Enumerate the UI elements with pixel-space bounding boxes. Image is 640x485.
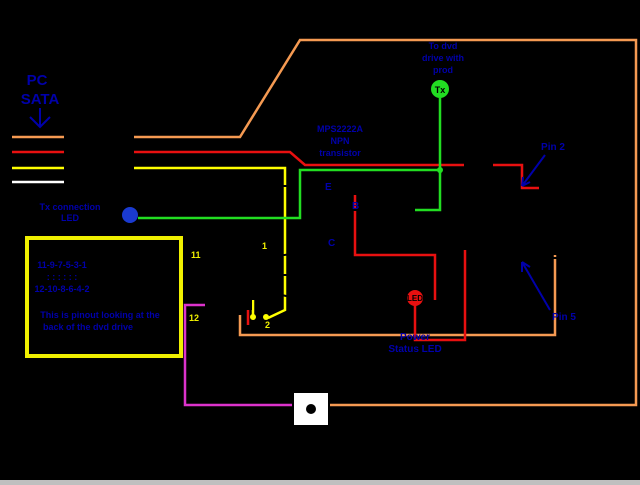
pin2-arrow-icon <box>521 154 546 187</box>
label-rs232-1: RS232 <box>553 200 581 210</box>
junction-dot <box>437 167 443 173</box>
label-power-led-1: Power <box>400 332 430 343</box>
label-pin2-conn: 2 <box>265 320 270 330</box>
tx-connector-icon <box>431 80 449 98</box>
label-pin2: Pin 2 <box>541 142 565 153</box>
label-pinout-mid: : : : : : : <box>47 272 78 282</box>
label-transistor-2: NPN <box>330 136 349 146</box>
label-to-dvd-3: prod <box>433 65 453 75</box>
pin-dot-yellow <box>250 314 256 320</box>
junction-dot <box>225 183 231 189</box>
ground-icon <box>496 304 524 320</box>
dvd-power-connector <box>201 269 266 296</box>
label-c: C <box>328 238 335 249</box>
wire-1k-to-pin2 <box>492 163 540 190</box>
label-pinout-top: 11-9-7-5-3-1 <box>37 260 87 270</box>
power-led-icon <box>407 290 423 306</box>
label-33v: 3.3v <box>83 131 104 143</box>
pinout-connector-shape <box>107 267 171 289</box>
wire-pin5-gnd <box>509 257 540 305</box>
wire-green-main <box>138 168 440 220</box>
label-grnd: grnd <box>83 176 105 188</box>
wire-eject-magenta <box>183 303 293 407</box>
wire-to-power-led <box>267 291 396 321</box>
label-tx-led-2: LED <box>61 213 80 223</box>
label-1k: 1k R <box>468 161 488 171</box>
label-eject-1: Eject tray <box>289 366 334 377</box>
tx-led-icon <box>122 207 138 223</box>
label-pinout-bottom: 12-10-8-6-4-2 <box>34 284 89 294</box>
label-pin12: 12 <box>189 313 199 323</box>
pin-dot-yellow-2 <box>263 314 269 320</box>
wire-collector-c <box>284 234 346 256</box>
wire-led-loop <box>413 250 467 342</box>
wire-12v-to-pin1 <box>133 166 287 320</box>
label-sata: SATA <box>21 91 60 108</box>
label-b: B <box>352 201 359 212</box>
label-rs232-2: serial <box>555 212 579 222</box>
eject-button-icon <box>306 404 316 414</box>
wire-collector <box>353 195 437 300</box>
label-5v: 5v <box>83 146 95 158</box>
label-pinout-note-1: This is pinout looking at the <box>40 310 160 320</box>
label-10k: 10k R <box>384 205 409 215</box>
label-pc: PC <box>27 72 48 89</box>
label-tx: Tx <box>435 85 446 95</box>
pin5-arrow-icon <box>521 261 551 311</box>
black-wires <box>133 185 540 321</box>
wire-green-tx <box>415 98 442 212</box>
label-pin5: Pin 5 <box>552 312 576 323</box>
wire-5v-to-1k <box>133 150 465 167</box>
wire-pin12-ground <box>238 255 557 337</box>
resistor-1k <box>464 157 493 173</box>
label-led: LED <box>407 294 423 303</box>
resistor-10k <box>377 200 415 220</box>
red-wires <box>12 150 540 342</box>
label-transistor-3: transistor <box>319 148 361 158</box>
orange-wires <box>12 38 638 407</box>
label-eject-2: button <box>296 378 327 389</box>
sata-arrow-icon <box>29 108 51 129</box>
junction-dot <box>225 247 231 253</box>
label-to-dvd-2: drive with <box>422 53 464 63</box>
label-12v: 12v <box>83 161 101 173</box>
label-pinout-note-2: back of the dvd drive <box>43 322 133 332</box>
green-wires <box>138 98 442 220</box>
dvd-power-pins <box>206 255 263 310</box>
label-dvd-power: dvd power <box>208 279 258 290</box>
label-to-dvd-1: To dvd <box>429 41 458 51</box>
wire-33v-loop <box>133 38 638 407</box>
label-tx-led-1: Tx connection <box>39 202 100 212</box>
junction-dot <box>152 183 158 189</box>
wire-dvd-led <box>265 274 396 321</box>
label-pin1: 1 <box>262 241 267 251</box>
label-e: E <box>325 182 332 193</box>
label-power-led-2: Status LED <box>388 344 441 355</box>
rs232-serial-box <box>539 167 595 259</box>
label-pin11: 11 <box>191 250 201 260</box>
label-transistor-1: MPS2222A <box>317 124 364 134</box>
wire-gnd-led <box>138 186 156 216</box>
sata-connector-box <box>64 127 134 191</box>
pinout-box <box>25 236 183 358</box>
